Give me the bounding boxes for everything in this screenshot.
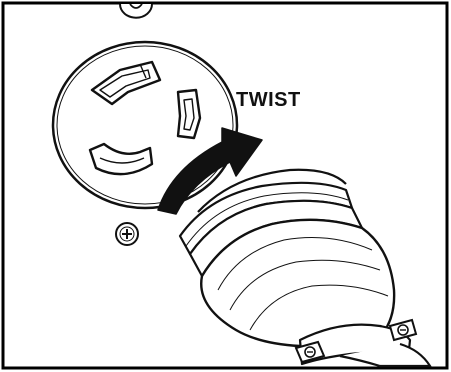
- receptacle-slot-right: [178, 90, 200, 138]
- bottom-screw-icon: [116, 223, 138, 245]
- locking-receptacle: [53, 42, 237, 208]
- twist-label: TWIST: [236, 89, 301, 111]
